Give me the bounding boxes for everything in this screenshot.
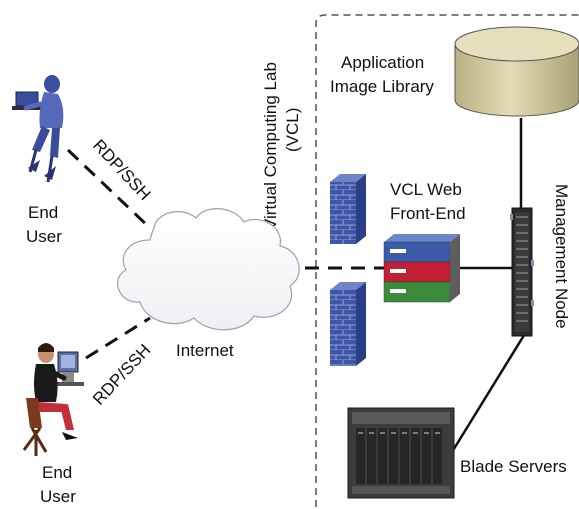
vcl-title-label-1: Virtual Computing Lab [261, 62, 280, 230]
rdp-ssh-top-label: RDP/SSH [89, 136, 154, 204]
link-bottom-user-internet [85, 316, 151, 360]
internet-label: Internet [176, 341, 234, 360]
link-top-user-internet [66, 148, 152, 230]
rack-server-icon [510, 207, 534, 337]
management-node-label: Management Node [552, 184, 571, 329]
blade-chassis-icon [347, 407, 455, 499]
person-at-laptop-icon [12, 75, 64, 183]
vcl-web-frontend-label-2: Front-End [390, 204, 466, 223]
application-image-library-label-1: Application [341, 53, 424, 72]
vcl-web-frontend-label-1: VCL Web [390, 180, 462, 199]
vcl-title-label-2: (VCL) [283, 108, 302, 152]
rdp-ssh-bottom-label: RDP/SSH [89, 340, 154, 408]
end-user-top-label-2: User [26, 227, 62, 246]
link-management-blades [450, 331, 528, 453]
cloud-icon [117, 208, 300, 331]
blade-servers-label: Blade Servers [460, 457, 567, 476]
end-user-bottom-label-2: User [40, 487, 76, 506]
vcl-boundary [315, 14, 579, 507]
end-user-top-label-1: End [28, 203, 58, 222]
application-image-library-label-2: Image Library [330, 77, 434, 96]
end-user-bottom-label-1: End [42, 463, 72, 482]
firewall-bottom-icon [330, 282, 366, 366]
server-stack-icon [383, 234, 460, 303]
person-at-desk-icon [22, 343, 84, 456]
firewall-top-icon [330, 174, 366, 244]
database-cylinder-icon [454, 26, 579, 117]
